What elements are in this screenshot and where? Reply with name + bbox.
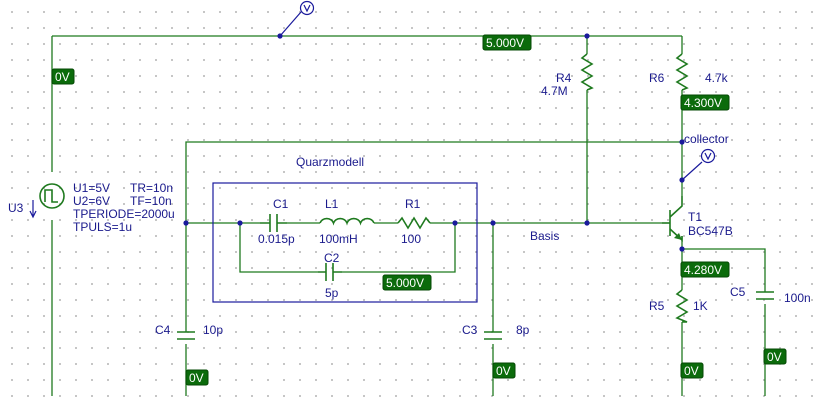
c5-node-voltage-text: 0V: [767, 350, 782, 364]
voltmeter-probe-collector-icon[interactable]: [681, 148, 716, 181]
u3-arrow-icon: [29, 200, 37, 219]
l1-inductor[interactable]: [319, 217, 375, 226]
r1-value-label: 100: [401, 232, 421, 246]
c2-capacitor[interactable]: [318, 263, 342, 281]
c2-value-label: 5p: [325, 286, 339, 300]
r5-node-voltage-badge: 0V: [680, 362, 704, 379]
r4-resistor[interactable]: [580, 53, 594, 91]
c3-capacitor[interactable]: [484, 331, 502, 340]
c2-right-wire: [342, 223, 456, 273]
t1-transistor[interactable]: [662, 196, 683, 242]
emitter-voltage-text: 4.280V: [684, 263, 722, 277]
pulse-icon: [44, 189, 58, 203]
r5-name-label: R5: [649, 299, 665, 313]
c1-capacitor[interactable]: [260, 214, 287, 232]
u3-tf-label: TF=10n: [130, 194, 172, 208]
c5-value-label: 100n: [784, 291, 811, 305]
c2-node-voltage-badge: 5.000V: [382, 274, 432, 291]
c4-node-voltage-badge: 0V: [185, 369, 209, 386]
u3-pulse-source[interactable]: [39, 183, 65, 209]
r1-resistor[interactable]: [397, 216, 431, 230]
c5-top-wire: [682, 248, 766, 292]
c5-name-label: C5: [730, 285, 746, 299]
r6-resistor[interactable]: [675, 53, 689, 91]
c3-node-voltage-text: 0V: [496, 364, 511, 378]
c3-node-voltage-badge: 0V: [492, 362, 516, 379]
u3-tr-label: TR=10n: [130, 181, 173, 195]
r5-resistor[interactable]: [675, 289, 689, 323]
r5-value-label: 1K: [693, 299, 708, 313]
junction-dots: [183, 33, 685, 252]
r6-name-label: R6: [649, 71, 665, 85]
u3-node-voltage-text: 0V: [55, 70, 70, 84]
c3-value-label: 8p: [516, 323, 530, 337]
collector-voltage-badge: 4.300V: [680, 94, 730, 111]
c4-value-label: 10p: [203, 323, 223, 337]
c1-name-label: C1: [273, 197, 289, 211]
emitter-voltage-badge: 4.280V: [680, 261, 730, 278]
quarz-model-box[interactable]: [212, 182, 478, 303]
u3-name-label: U3: [8, 201, 24, 215]
c4-node-voltage-text: 0V: [189, 371, 204, 385]
u3-node-voltage-badge: 0V: [51, 68, 75, 85]
voltmeter-probe-top-icon[interactable]: [279, 0, 315, 37]
r6-value-label: 4.7k: [705, 71, 729, 85]
supply-voltage-badge: 5.000V: [482, 34, 532, 51]
t1-name-label: T1: [688, 210, 702, 224]
basis-net-label: Basis: [530, 229, 559, 243]
emitter-arrow-icon: [674, 233, 682, 240]
quarz-model-title: Quarzmodell: [296, 155, 364, 169]
u3-tpuls-label: TPULS=1u: [73, 220, 132, 234]
supply-voltage-text: 5.000V: [486, 36, 524, 50]
u3-u2-label: U2=6V: [73, 194, 110, 208]
c2-left-wire: [239, 223, 318, 273]
t1-value-label: BC547B: [688, 224, 733, 238]
c1-value-label: 0.015p: [258, 232, 295, 246]
r5-node-voltage-text: 0V: [684, 364, 699, 378]
c5-node-voltage-badge: 0V: [763, 348, 787, 365]
u3-tperiode-label: TPERIODE=2000u: [73, 207, 175, 221]
c5-capacitor[interactable]: [756, 291, 774, 300]
l1-value-label: 100mH: [319, 232, 358, 246]
c2-node-voltage-text: 5.000V: [386, 276, 424, 290]
c4-name-label: C4: [155, 323, 171, 337]
c2-name-label: C2: [324, 251, 340, 265]
feedback-wire: [185, 141, 682, 332]
r1-name-label: R1: [405, 197, 421, 211]
collector-voltage-text: 4.300V: [684, 96, 722, 110]
u3-u1-label: U1=5V: [73, 181, 110, 195]
r4-value-label: 4.7M: [541, 84, 568, 98]
r4-name-label: R4: [556, 71, 572, 85]
collector-net-label: collector: [684, 132, 729, 146]
l1-name-label: L1: [325, 197, 339, 211]
c3-name-label: C3: [462, 323, 478, 337]
c4-capacitor[interactable]: [177, 331, 195, 340]
